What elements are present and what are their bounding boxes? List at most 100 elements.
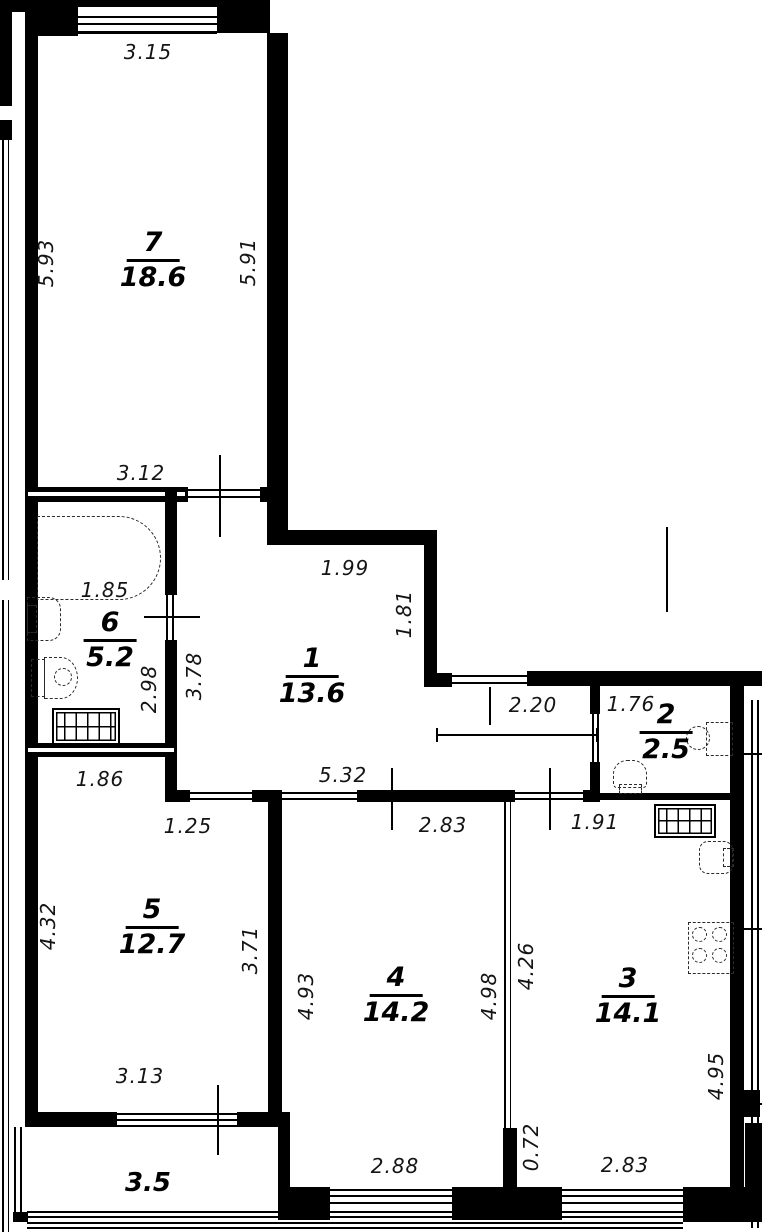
- wall: [278, 1187, 330, 1220]
- towel-radiator-bathroom: [52, 708, 120, 745]
- window-room7: [77, 23, 217, 25]
- dim-3.12: 3.12: [116, 461, 166, 485]
- dim-tick: [489, 687, 491, 725]
- dim-1.99: 1.99: [320, 556, 370, 580]
- washbasin-wc: [686, 726, 710, 750]
- wall: [267, 530, 437, 545]
- room-2-label: 2 2.5: [639, 701, 693, 765]
- wall: [25, 1112, 117, 1127]
- exterior-wall: [742, 1090, 760, 1117]
- stove-burner: [712, 948, 727, 963]
- dim-line: [437, 734, 597, 736]
- door-room6: [172, 595, 174, 640]
- dim-1.86: 1.86: [75, 767, 125, 791]
- dim-2.98: 2.98: [137, 664, 161, 714]
- dim-1.25: 1.25: [163, 814, 213, 838]
- dim-5.93: 5.93: [34, 238, 58, 288]
- balcony-rail: [14, 1127, 16, 1222]
- wall-top-right: [527, 671, 762, 686]
- window-room7: [77, 16, 217, 18]
- room-1-area: 13.6: [278, 678, 346, 709]
- wall-bath-right: [165, 487, 177, 595]
- wall-wc-bottom: [590, 793, 732, 800]
- room-6-area: 5.2: [86, 642, 134, 673]
- dim-0.72: 0.72: [519, 1122, 543, 1172]
- dim-4.93: 4.93: [294, 971, 318, 1021]
- bathtub: [37, 516, 161, 600]
- dim-3.78: 3.78: [182, 651, 206, 701]
- balcony-rail: [27, 1216, 683, 1218]
- dim-3.71: 3.71: [238, 925, 262, 975]
- room-4-label: 4 14.2: [363, 964, 430, 1026]
- room-7-label: 7 18.6: [120, 229, 187, 291]
- entrance-door: [450, 675, 527, 677]
- entrance-door: [450, 682, 527, 684]
- exterior-wall: [745, 1123, 762, 1190]
- dim-tick: [219, 455, 221, 537]
- neighbor-wall-line: [751, 700, 753, 1228]
- toilet-bathroom: [54, 668, 72, 686]
- room-6-label: 6 5.2: [83, 609, 137, 673]
- wall-divider: [278, 1112, 290, 1190]
- radiator-kitchen: [654, 804, 716, 838]
- stove-burner: [692, 927, 707, 942]
- door-room4: [282, 798, 357, 800]
- balcony-rail: [20, 1127, 22, 1222]
- door-room5: [190, 798, 252, 800]
- dim-5.91: 5.91: [236, 237, 260, 287]
- toilet-wc: [613, 760, 647, 788]
- stove: [688, 922, 734, 974]
- dim-3.13: 3.13: [115, 1064, 165, 1088]
- neighbor-wall-tick: [744, 753, 762, 755]
- wall-stub: [503, 1128, 517, 1190]
- dim-tick: [391, 768, 393, 830]
- neighbor-wall-line: [2, 140, 4, 580]
- room-4-number: 4: [369, 964, 423, 997]
- dim-5.32: 5.32: [318, 763, 368, 787]
- room-1-number: 1: [285, 645, 339, 678]
- dim-1.91: 1.91: [570, 810, 620, 834]
- room-2-area: 2.5: [642, 734, 690, 765]
- dim-tick: [217, 1085, 219, 1155]
- door-room4: [282, 792, 357, 794]
- wall-wc-left: [590, 686, 600, 714]
- wall: [217, 0, 270, 33]
- window-room4: [330, 1202, 452, 1204]
- window-balcony: [117, 1125, 237, 1127]
- balcony-area-label: 3.5: [124, 1168, 172, 1198]
- dim-tick: [549, 768, 551, 830]
- door-room7: [187, 496, 260, 498]
- dim-2.83-top: 2.83: [418, 813, 468, 837]
- wall-cavity: [28, 492, 185, 496]
- window-room7: [77, 0, 217, 7]
- wall-bath-right: [165, 640, 177, 792]
- kitchen-sink: [723, 848, 734, 867]
- wall-left: [25, 36, 38, 1115]
- door-room2: [592, 714, 594, 762]
- dim-4.26: 4.26: [514, 941, 538, 991]
- room-4-area: 14.2: [362, 997, 430, 1028]
- room-5-number: 5: [125, 896, 179, 929]
- partition-room4-room3: [504, 802, 506, 1130]
- dim-4.98: 4.98: [477, 971, 501, 1021]
- exterior-wall: [0, 120, 12, 140]
- window-balcony: [117, 1119, 237, 1121]
- room-7-number: 7: [126, 229, 180, 262]
- window-room3: [562, 1195, 683, 1197]
- dim-2.88: 2.88: [370, 1154, 420, 1178]
- window-room3: [562, 1202, 683, 1204]
- room-2-number: 2: [639, 701, 693, 734]
- wall-wc-left: [590, 762, 600, 793]
- wall-room7-right: [267, 33, 288, 533]
- wall: [424, 673, 452, 687]
- window-room4: [330, 1189, 452, 1191]
- neighbor-wall-line: [7, 140, 9, 580]
- dim-4.32: 4.32: [36, 901, 60, 951]
- washbasin-bathroom: [27, 605, 37, 633]
- toilet-bathroom: [31, 659, 45, 697]
- door-room7: [187, 489, 260, 491]
- wall-cavity: [28, 748, 174, 752]
- room-3-area: 14.1: [594, 998, 662, 1029]
- wall: [237, 1112, 280, 1127]
